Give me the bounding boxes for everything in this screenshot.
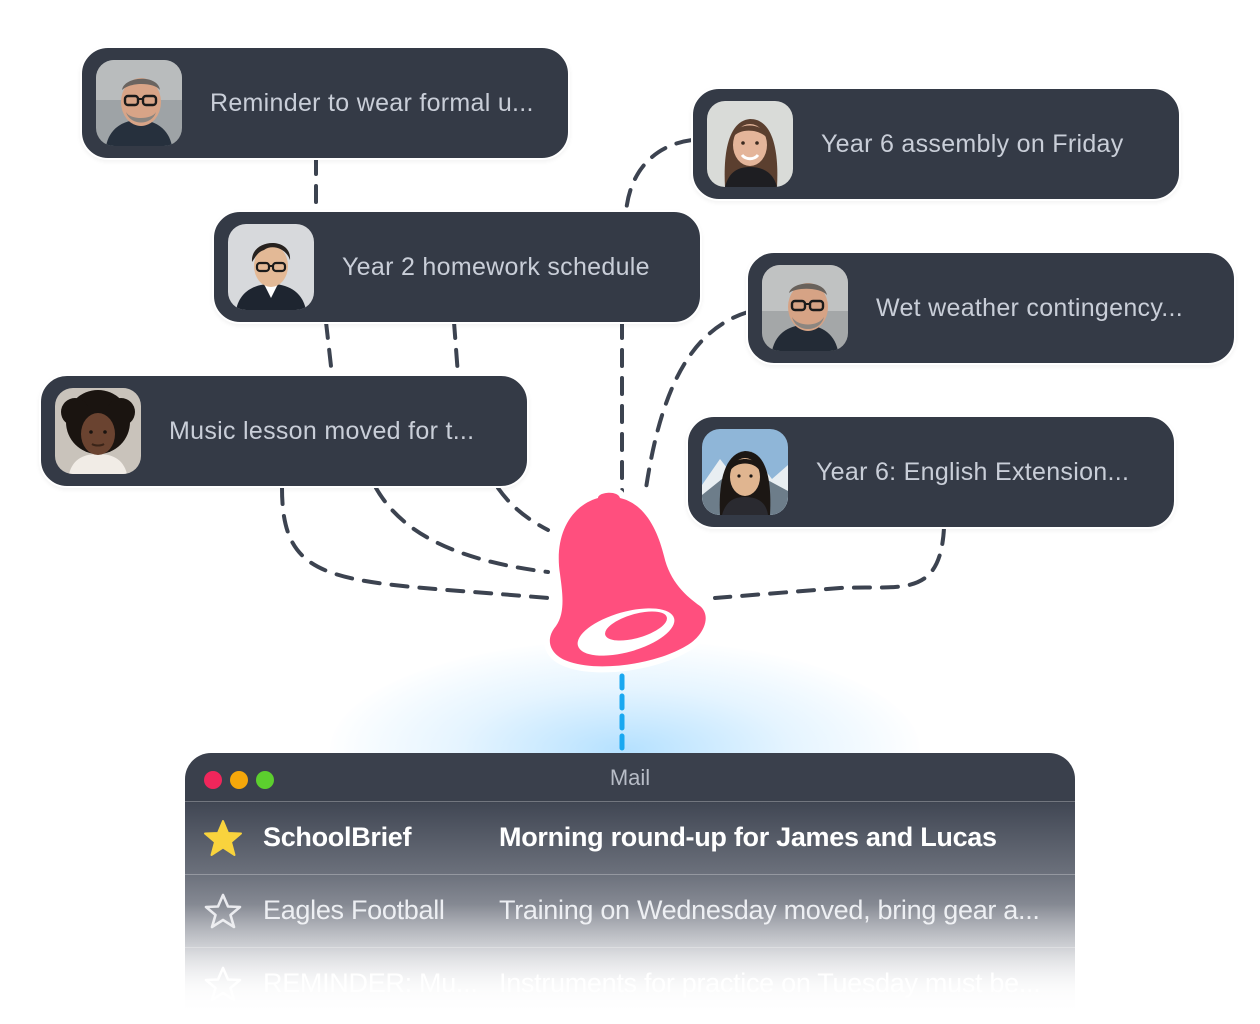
bell-icon [543, 486, 712, 673]
notification-text: Year 6: English Extension... [816, 457, 1130, 486]
connector-music-1 [280, 486, 550, 600]
notification-card-assembly[interactable]: Year 6 assembly on Friday [691, 87, 1181, 201]
mail-subject: Instruments for practice on Tuesday must… [499, 968, 1041, 998]
connector-homework-right [452, 320, 460, 377]
connector-homework-left [324, 320, 334, 377]
notification-text: Wet weather contingency... [876, 293, 1184, 322]
avatar-person-short-hair [228, 224, 314, 310]
close-button[interactable] [204, 771, 222, 789]
star-filled-icon[interactable] [203, 819, 243, 857]
avatar-man-glasses [96, 60, 182, 146]
notification-card-formal[interactable]: Reminder to wear formal u... [80, 46, 570, 160]
mail-sender: Eagles Football [263, 895, 445, 925]
avatar-woman-mountains [702, 429, 788, 515]
minimize-button[interactable] [230, 771, 248, 789]
mail-window: Mail SchoolBrief Morning round-up for Ja… [185, 753, 1075, 1024]
notification-text: Year 6 assembly on Friday [821, 129, 1124, 158]
star-outline-icon[interactable] [203, 892, 243, 930]
notification-card-homework[interactable]: Year 2 homework schedule [212, 210, 702, 324]
mail-row[interactable]: REMINDER: Mu... Instruments for practice… [185, 947, 1075, 1020]
mail-row[interactable]: SchoolBrief Morning round-up for James a… [185, 801, 1075, 874]
connector-weather [643, 310, 750, 497]
notification-text: Music lesson moved for t... [169, 416, 475, 445]
mail-subject: Morning round-up for James and Lucas [499, 822, 997, 852]
notification-text: Reminder to wear formal u... [210, 88, 534, 117]
mail-sender: SchoolBrief [263, 822, 412, 852]
avatar-man-glasses-2 [762, 265, 848, 351]
avatar-woman-smiling [707, 101, 793, 187]
notification-text: Year 2 homework schedule [342, 252, 650, 281]
mail-row[interactable]: Eagles Football Training on Wednesday mo… [185, 874, 1075, 947]
mail-sender: REMINDER: Mu... [263, 968, 478, 998]
mail-titlebar: Mail [185, 753, 1075, 801]
mail-subject: Training on Wednesday moved, bring gear … [499, 895, 1040, 925]
star-outline-icon[interactable] [203, 965, 243, 1003]
avatar-woman-curly-hair [55, 388, 141, 474]
connector-assembly [624, 138, 694, 214]
notification-card-weather[interactable]: Wet weather contingency... [746, 251, 1236, 365]
notification-card-english[interactable]: Year 6: English Extension... [686, 415, 1176, 529]
notification-card-music[interactable]: Music lesson moved for t... [39, 374, 529, 488]
mail-window-title: Mail [609, 765, 651, 790]
maximize-button[interactable] [256, 771, 274, 789]
connector-music-3 [496, 486, 550, 532]
connector-english [713, 526, 946, 600]
connector-music-2 [374, 486, 550, 574]
